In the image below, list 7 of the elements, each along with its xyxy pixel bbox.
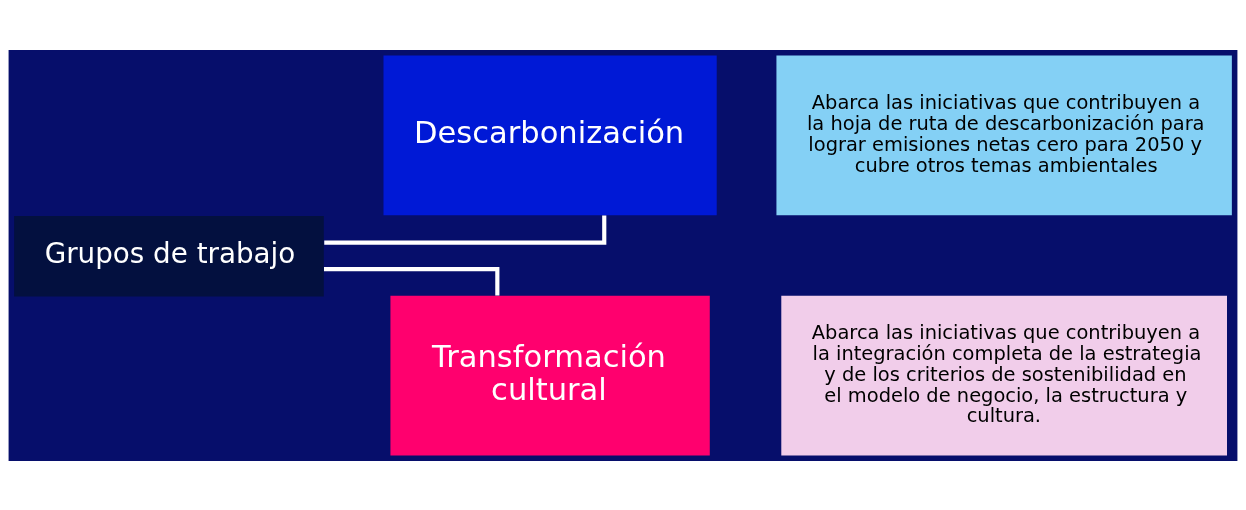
node-box: Descarbonización [383,55,717,215]
connector [324,215,607,245]
node-box: Transformación cultural [390,295,710,455]
node-box: Grupos de trabajo [14,215,324,296]
connector [324,266,500,295]
node-box: Abarca las iniciativas que contribuyen a la hoja de ruta de descarbonización para lograr emisiones netas cero para 2050 y cubre otros temas ambientales [776,55,1232,215]
node-box: Abarca las iniciativas que contribuyen a la integración completa de la estrategia y de los criterios de sostenibilidad en el modelo de negocio, la estructura y cultura. [781,295,1227,455]
